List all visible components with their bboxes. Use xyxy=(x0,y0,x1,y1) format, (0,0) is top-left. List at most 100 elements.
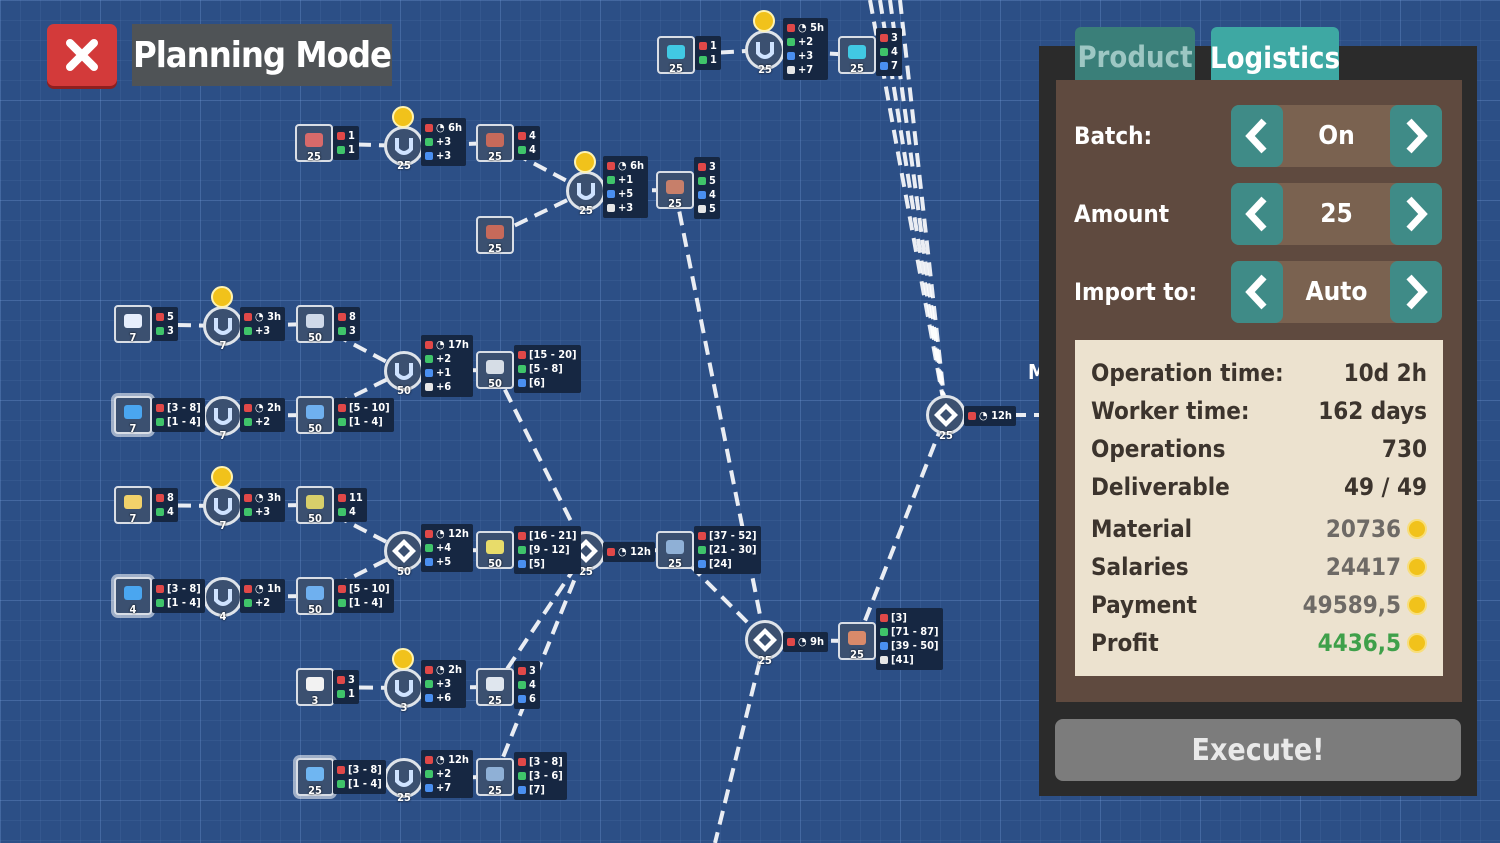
stats-value: 1 xyxy=(348,129,355,142)
stats-value: [1 - 4] xyxy=(349,596,383,609)
resource-icon xyxy=(880,628,888,636)
batch-prev-button[interactable] xyxy=(1231,105,1283,167)
item-node[interactable]: 50 xyxy=(296,396,334,435)
resource-icon xyxy=(156,585,164,593)
link-line xyxy=(898,0,948,416)
stats-value: [3 - 6] xyxy=(529,769,563,782)
stats-box: ◔ 6h+3+3 xyxy=(421,118,467,166)
item-node[interactable]: 25 xyxy=(838,36,876,75)
stats-row: ◔ 12h xyxy=(607,545,651,559)
stats-value: [9 - 12] xyxy=(529,543,570,556)
stats-value: [5] xyxy=(529,557,545,570)
item-node[interactable]: 50 xyxy=(296,577,334,616)
tab-logistics[interactable]: Logistics xyxy=(1210,27,1340,89)
import-prev-button[interactable] xyxy=(1231,261,1283,323)
item-node[interactable]: 25 xyxy=(838,622,876,661)
stats-value: +3 xyxy=(255,324,271,337)
item-count: 7 xyxy=(129,331,137,344)
summary-row-salaries: Salaries 24417 xyxy=(1091,549,1427,585)
stats-value: [21 - 30] xyxy=(709,543,757,556)
assembly-node[interactable]: 50 xyxy=(384,531,424,578)
item-node[interactable]: 7 xyxy=(114,486,152,525)
item-node[interactable]: 7 xyxy=(114,396,152,435)
process-count: 7 xyxy=(219,429,227,442)
execute-button[interactable]: Execute! xyxy=(1055,719,1461,781)
item-node[interactable]: 25 xyxy=(476,668,514,707)
stats-box: ◔ 6h+1+5+3 xyxy=(603,156,649,218)
item-node[interactable]: 50 xyxy=(476,531,514,570)
item-count: 25 xyxy=(850,62,864,75)
resource-icon xyxy=(338,404,346,412)
stats-value: ◔ 12h xyxy=(436,527,469,540)
stats-box: [3 - 8][1 - 4] xyxy=(152,398,205,432)
stats-row: [1 - 4] xyxy=(156,596,201,610)
stats-value: [5 - 10] xyxy=(349,401,390,414)
stats-value: 1 xyxy=(348,687,355,700)
item-node[interactable]: 50 xyxy=(476,351,514,390)
item-node[interactable]: 25 xyxy=(656,531,694,570)
amount-prev-button[interactable] xyxy=(1231,183,1283,245)
process-node[interactable]: 50 xyxy=(384,351,424,397)
stats-value: 8 xyxy=(349,310,356,323)
assembly-node[interactable]: 25 xyxy=(745,620,785,667)
process-node[interactable]: 4 xyxy=(203,577,243,623)
item-node[interactable]: 4 xyxy=(114,577,152,616)
process-count: 25 xyxy=(397,159,411,172)
resource-icon xyxy=(518,379,526,387)
resource-icon xyxy=(698,163,706,171)
process-node[interactable]: 7 xyxy=(203,306,243,352)
assembly-node[interactable]: 25 xyxy=(926,395,966,442)
resource-icon xyxy=(607,548,615,556)
resource-icon xyxy=(337,780,345,788)
batch-next-button[interactable] xyxy=(1390,105,1442,167)
process-count: 25 xyxy=(397,791,411,804)
process-node[interactable]: 25 xyxy=(384,126,424,172)
resource-icon xyxy=(880,614,888,622)
item-node[interactable]: 7 xyxy=(114,305,152,344)
stats-row: +3 xyxy=(425,149,462,163)
item-node[interactable]: 25 xyxy=(296,758,334,797)
stats-value: +3 xyxy=(436,677,452,690)
amount-next-button[interactable] xyxy=(1390,183,1442,245)
stats-row: ◔ 3h xyxy=(244,491,281,505)
stats-row: ◔ 1h xyxy=(244,582,281,596)
resource-icon xyxy=(880,656,888,664)
process-node[interactable]: 3 xyxy=(384,668,424,714)
process-node[interactable]: 25 xyxy=(745,30,785,76)
item-node[interactable]: 25 xyxy=(295,124,333,163)
stats-box: ◔ 3h+3 xyxy=(240,488,286,522)
item-node[interactable]: 25 xyxy=(656,171,694,210)
item-icon xyxy=(486,677,504,691)
item-node[interactable]: 25 xyxy=(476,216,514,255)
stats-value: ◔ 2h xyxy=(436,663,463,676)
item-icon xyxy=(486,133,504,147)
stats-value: +2 xyxy=(798,35,814,48)
item-count: 7 xyxy=(129,512,137,525)
item-node[interactable]: 25 xyxy=(476,758,514,797)
item-node[interactable]: 50 xyxy=(296,486,334,525)
stats-box: ◔ 12h+2+7 xyxy=(421,750,473,798)
item-node[interactable]: 50 xyxy=(296,305,334,344)
import-next-button[interactable] xyxy=(1390,261,1442,323)
item-node[interactable]: 25 xyxy=(657,36,695,75)
item-node[interactable]: 3 xyxy=(296,668,334,707)
process-node[interactable]: 7 xyxy=(203,486,243,532)
process-node[interactable]: 7 xyxy=(203,396,243,442)
process-node[interactable]: 25 xyxy=(566,171,606,217)
chevron-right-icon xyxy=(1406,196,1428,232)
stats-row: ◔ 3h xyxy=(244,310,281,324)
tab-product[interactable]: Product xyxy=(1075,27,1195,87)
summary-row-profit: Profit 4436,5 xyxy=(1091,625,1427,661)
stats-value: 4 xyxy=(167,505,174,518)
item-node[interactable]: 25 xyxy=(476,124,514,163)
resource-icon xyxy=(425,152,433,160)
import-to-value: Auto xyxy=(1305,277,1368,307)
process-node[interactable]: 25 xyxy=(384,758,424,804)
resource-icon xyxy=(337,690,345,698)
stats-row: +2 xyxy=(425,352,469,366)
item-icon xyxy=(306,767,324,781)
import-to-label: Import to: xyxy=(1074,278,1198,306)
close-button[interactable] xyxy=(47,24,117,86)
item-icon xyxy=(124,495,142,509)
